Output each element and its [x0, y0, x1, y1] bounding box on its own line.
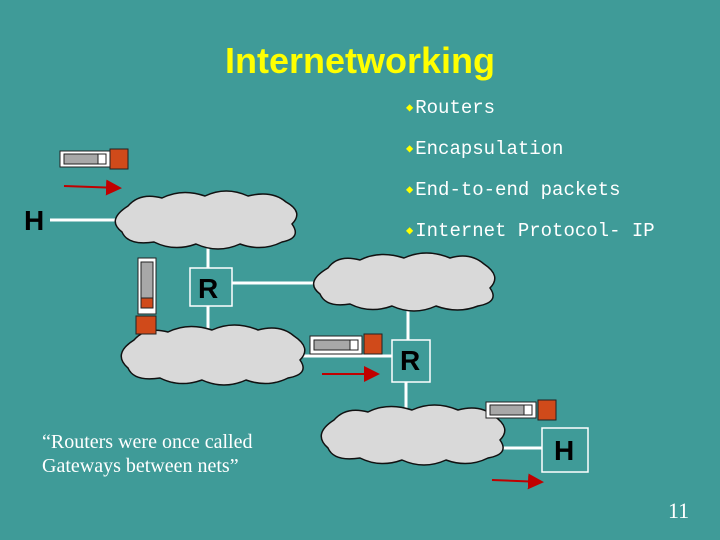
host-label-left: H — [24, 205, 44, 236]
packet-icon-4 — [485, 399, 557, 421]
packet-icon-2 — [135, 257, 157, 335]
bullet-list: ◆Routers ◆Encapsulation ◆End-to-end pack… — [406, 97, 655, 261]
packet-arrow-1 — [63, 179, 122, 196]
bullet-item-ip: ◆Internet Protocol- IP — [406, 220, 655, 261]
packet-icon-1 — [59, 148, 129, 170]
diamond-bullet-icon: ◆ — [406, 183, 414, 197]
quote-text: “Routers were once called Gateways betwe… — [42, 430, 252, 478]
quote-line-2: Gateways between nets” — [42, 455, 239, 477]
bullet-item-routers: ◆Routers — [406, 97, 655, 138]
host-node-right: H — [541, 427, 589, 473]
bullet-item-end-to-end: ◆End-to-end packets — [406, 179, 655, 220]
network-cloud-2 — [312, 252, 496, 312]
router-node-mid: R — [391, 339, 431, 383]
network-cloud-3 — [120, 324, 306, 386]
bullet-text: Routers — [415, 97, 496, 119]
diamond-bullet-icon: ◆ — [406, 101, 414, 115]
bullet-text: End-to-end packets — [415, 179, 621, 201]
packet-icon-3 — [309, 333, 383, 355]
bullet-text: Encapsulation — [415, 138, 564, 160]
diamond-bullet-icon: ◆ — [406, 224, 414, 238]
router-label-mid: R — [400, 345, 420, 376]
network-cloud-4 — [320, 404, 506, 466]
host-label-right: H — [554, 435, 574, 466]
diamond-bullet-icon: ◆ — [406, 142, 414, 156]
bullet-item-encapsulation: ◆Encapsulation — [406, 138, 655, 179]
slide-title: Internetworking — [224, 40, 496, 81]
page-number: 11 — [668, 498, 690, 523]
network-cloud-1 — [114, 190, 298, 250]
router-node-top: R — [189, 267, 233, 307]
bullet-text: Internet Protocol- IP — [415, 220, 655, 242]
quote-line-1: “Routers were once called — [42, 431, 253, 453]
packet-arrow-4 — [491, 473, 544, 490]
router-label-top: R — [198, 273, 218, 304]
